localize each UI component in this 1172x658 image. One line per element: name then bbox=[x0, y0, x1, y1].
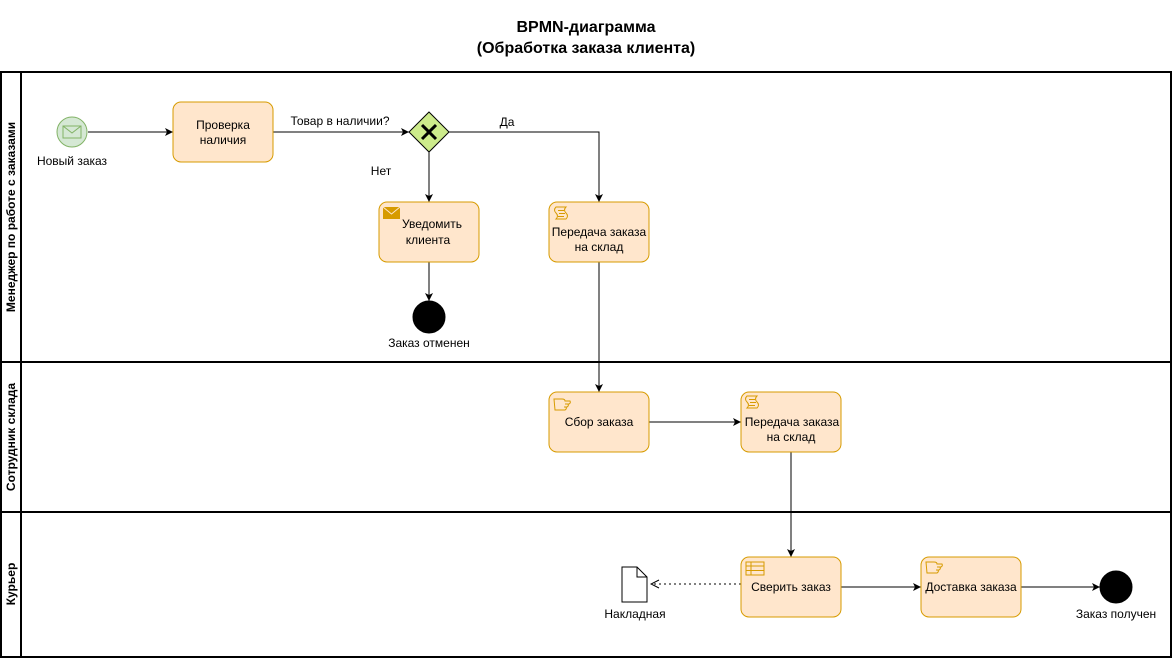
task-check-availability: Проверка наличия bbox=[172, 101, 274, 163]
task-transfer-to-warehouse-1: Передача заказа на склад bbox=[548, 201, 650, 263]
end-event-cancelled-label: Заказ отменен bbox=[388, 336, 470, 350]
task-verify-label: Сверить заказ bbox=[751, 580, 831, 594]
task-check-line1: Проверка bbox=[196, 118, 250, 132]
task-delivery-label: Доставка заказа bbox=[925, 580, 1017, 594]
script-icon bbox=[554, 206, 568, 220]
document-icon bbox=[621, 566, 648, 603]
task-notify-client: Уведомить клиента bbox=[378, 201, 480, 263]
task-check-line2: наличия bbox=[200, 133, 246, 147]
start-event bbox=[56, 116, 88, 148]
lane-title-warehouse: Сотрудник склада bbox=[4, 383, 18, 491]
task-notify-line2: клиента bbox=[406, 233, 451, 247]
sequence-flows bbox=[88, 128, 1100, 591]
task-verify-order: Сверить заказ bbox=[740, 556, 842, 618]
start-event-label: Новый заказ bbox=[37, 154, 108, 168]
gateway-no-label: Нет bbox=[371, 164, 392, 178]
end-event-received bbox=[1099, 570, 1133, 604]
script-icon bbox=[745, 395, 759, 409]
pool bbox=[0, 71, 1172, 658]
end-event-cancelled bbox=[412, 300, 446, 334]
business-rule-table-icon bbox=[745, 561, 765, 576]
task-notify-line1: Уведомить bbox=[402, 217, 462, 231]
task-transfer1-line2: на склад bbox=[575, 240, 624, 254]
task-transfer-to-warehouse-2: Передача заказа на склад bbox=[740, 391, 842, 453]
manual-task-hand-icon bbox=[553, 398, 571, 411]
diagram-title-line2: (Обработка заказа клиента) bbox=[477, 40, 695, 57]
task-collect-order: Сбор заказа bbox=[548, 391, 650, 453]
task-collect-label: Сбор заказа bbox=[565, 415, 634, 429]
diagram-title-line1: BPMN-диаграмма bbox=[516, 19, 655, 36]
task-transfer1-line1: Передача заказа bbox=[552, 225, 647, 239]
gateway-yes-label: Да bbox=[500, 115, 515, 129]
task-transfer2-line2: на склад bbox=[767, 430, 816, 444]
invoice-label: Накладная bbox=[604, 607, 665, 621]
lane-title-courier: Курьер bbox=[4, 563, 18, 606]
end-event-received-label: Заказ получен bbox=[1076, 607, 1156, 621]
flow-gateway-yes bbox=[449, 131, 603, 202]
send-message-icon bbox=[382, 206, 401, 219]
x-icon bbox=[420, 123, 438, 141]
gateway-question-label: Товар в наличии? bbox=[290, 114, 389, 128]
envelope-icon bbox=[62, 125, 82, 139]
manual-task-hand-icon bbox=[925, 561, 943, 574]
lane-title-manager: Менеджер по работе с заказами bbox=[4, 122, 18, 312]
task-transfer2-line1: Передача заказа bbox=[745, 415, 840, 429]
task-delivery: Доставка заказа bbox=[920, 556, 1022, 618]
exclusive-gateway bbox=[408, 111, 450, 153]
